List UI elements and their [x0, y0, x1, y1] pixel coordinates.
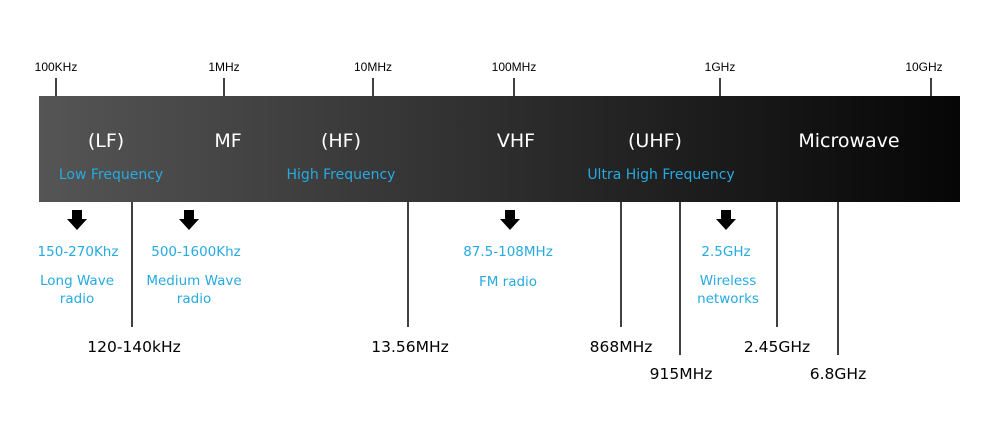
band-names: (LF) MF (HF) VHF (UHF) Microwave — [88, 130, 900, 152]
application-arrows — [67, 210, 736, 230]
app-use-lw-line2: radio — [60, 291, 94, 307]
app-use-mw-line2: radio — [177, 291, 211, 307]
app-range-lw: 150-270Khz — [38, 244, 119, 260]
band-name-lf: (LF) — [88, 130, 124, 152]
scale-tick-labels: 100KHz 1MHz 10MHz 100MHz 1GHz 10GHz — [35, 60, 943, 74]
band-name-microwave: Microwave — [798, 130, 899, 152]
arrow-down-icon — [179, 210, 199, 230]
tick-label-10ghz: 10GHz — [905, 60, 942, 74]
band-subtitle-lf: Low Frequency — [59, 167, 163, 183]
app-use-wireless-line1: Wireless — [700, 273, 757, 289]
band-name-mf: MF — [214, 130, 241, 152]
marker-label-120-140khz: 120-140kHz — [87, 338, 181, 356]
marker-label-13-56mhz: 13.56MHz — [371, 338, 449, 356]
band-subtitle-uhf: Ultra High Frequency — [587, 167, 734, 183]
band-name-uhf: (UHF) — [628, 130, 682, 152]
marker-label-6-8ghz: 6.8GHz — [810, 365, 866, 383]
app-use-wireless-line2: networks — [697, 291, 759, 307]
marker-lines — [131, 202, 839, 355]
tick-label-1mhz: 1MHz — [208, 60, 239, 74]
band-subtitle-hf: High Frequency — [287, 167, 396, 183]
scale-tick-marks — [55, 78, 932, 96]
app-use-lw-line1: Long Wave — [40, 273, 114, 289]
app-range-wireless: 2.5GHz — [701, 244, 750, 260]
band-name-hf: (HF) — [321, 130, 361, 152]
tick-label-1ghz: 1GHz — [705, 60, 736, 74]
app-use-fm-line1: FM radio — [479, 274, 537, 290]
tick-label-10mhz: 10MHz — [354, 60, 392, 74]
app-use-mw-line1: Medium Wave — [146, 273, 241, 289]
arrow-down-icon — [500, 210, 520, 230]
app-range-mw: 500-1600Khz — [151, 244, 241, 260]
spectrum-bar — [39, 96, 960, 202]
band-name-vhf: VHF — [497, 130, 535, 152]
marker-label-2-45ghz: 2.45GHz — [744, 338, 810, 356]
application-labels: 150-270Khz Long Wave radio 500-1600Khz M… — [38, 244, 759, 307]
marker-labels: 120-140kHz 13.56MHz 868MHz 915MHz 2.45GH… — [87, 338, 866, 383]
arrow-down-icon — [67, 210, 87, 230]
app-range-fm: 87.5-108MHz — [463, 244, 553, 260]
marker-label-868mhz: 868MHz — [590, 338, 653, 356]
marker-label-915mhz: 915MHz — [650, 365, 713, 383]
arrow-down-icon — [716, 210, 736, 230]
tick-label-100khz: 100KHz — [35, 60, 78, 74]
tick-label-100mhz: 100MHz — [492, 60, 537, 74]
band-subtitles: Low Frequency High Frequency Ultra High … — [59, 167, 735, 183]
